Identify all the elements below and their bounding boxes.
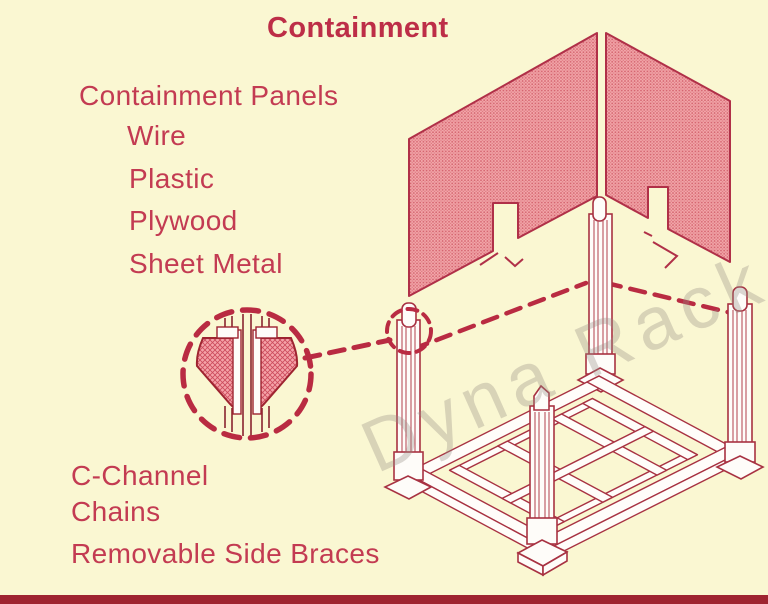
right-panel-slot-marks — [643, 231, 679, 269]
detail-callout-circle — [180, 307, 314, 441]
left-wedge — [195, 337, 238, 414]
right-containment-panel — [605, 32, 731, 263]
right-wedge — [256, 337, 299, 414]
front-post — [516, 384, 569, 577]
panel-seat-dashed-line-left — [410, 280, 589, 352]
c-channel-flange-right — [252, 329, 262, 415]
c-channel-detail — [180, 307, 314, 441]
page-title: Containment — [267, 12, 449, 44]
label-removable-side-braces: Removable Side Braces — [71, 538, 380, 569]
detail-locator-circle — [385, 307, 433, 355]
label-sheet-metal: Sheet Metal — [129, 248, 283, 279]
base-frame — [405, 375, 742, 560]
label-containment-panels: Containment Panels — [79, 80, 339, 111]
label-c-channel: C-Channel — [71, 460, 209, 491]
label-wire: Wire — [127, 120, 187, 151]
label-plywood: Plywood — [129, 205, 238, 236]
right-post — [715, 286, 765, 480]
label-chains: Chains — [71, 496, 161, 527]
label-plastic: Plastic — [129, 163, 215, 194]
detail-callout-connector — [302, 337, 393, 361]
left-containment-panel — [408, 32, 598, 297]
panel-seat-dashed-line-right — [603, 280, 743, 318]
left-panel-slot-marks — [479, 252, 524, 268]
wedge-cap-right — [255, 326, 278, 339]
c-channel-flange-left — [232, 329, 242, 415]
bottom-border — [0, 595, 768, 604]
wedge-cap-left — [216, 326, 239, 339]
